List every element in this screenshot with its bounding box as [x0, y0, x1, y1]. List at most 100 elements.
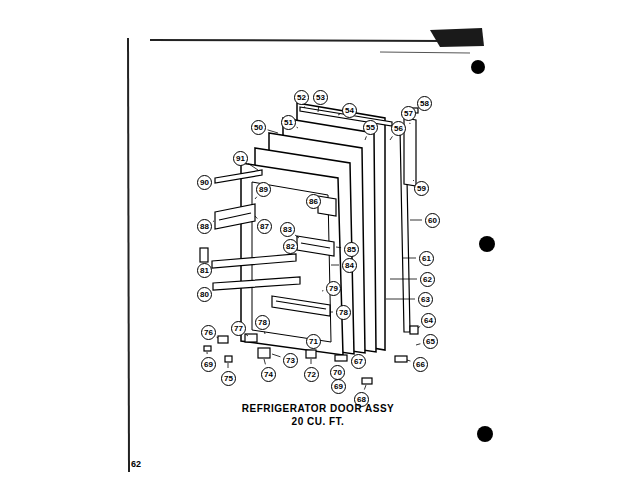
- callout-number: 64: [421, 313, 436, 328]
- leader-line: [390, 136, 392, 140]
- callout-number: 62: [420, 272, 435, 287]
- callout-number: 83: [280, 222, 295, 237]
- leader-line: [402, 258, 416, 259]
- callout-number: 76: [201, 325, 216, 340]
- callout-number: 86: [306, 194, 321, 209]
- leader-line: [365, 136, 366, 140]
- punch-hole: [477, 426, 493, 442]
- leader-line: [297, 127, 298, 129]
- diagram-title: REFRIGERATOR DOOR ASSY: [178, 403, 458, 414]
- callout-number: 63: [418, 292, 433, 307]
- hinge-part: [410, 326, 418, 334]
- door-rail: [212, 254, 296, 268]
- leader-line: [213, 221, 214, 223]
- callout-number: 56: [391, 121, 406, 136]
- leader-line: [295, 235, 299, 238]
- leader-line: [228, 363, 229, 368]
- callout-number: 71: [306, 334, 321, 349]
- leader-line: [338, 114, 340, 116]
- callout-number: 72: [304, 367, 319, 382]
- callout-number: 65: [423, 334, 438, 349]
- leader-line: [304, 106, 306, 108]
- callout-number: 87: [257, 219, 272, 234]
- leader-line: [246, 334, 248, 336]
- leader-line: [217, 337, 218, 339]
- leader-line: [410, 220, 422, 221]
- callout-number: 66: [413, 357, 428, 372]
- callout-number: 79: [326, 281, 341, 296]
- leader-line: [207, 352, 208, 354]
- screw: [225, 356, 232, 362]
- punch-hole: [471, 60, 485, 74]
- callout-number: 55: [363, 120, 378, 135]
- punch-hole: [479, 236, 495, 252]
- callout-number: 75: [221, 371, 236, 386]
- leader-line: [330, 312, 333, 313]
- callout-number: 60: [425, 213, 440, 228]
- callout-number: 78: [336, 305, 351, 320]
- door-parts: [200, 107, 418, 384]
- leader-line: [416, 344, 420, 345]
- leader-line: [322, 290, 323, 291]
- leader-line: [418, 326, 420, 328]
- frame-line: [150, 40, 445, 41]
- hinge-part: [218, 336, 228, 343]
- callout-number: 78: [255, 315, 270, 330]
- door-rail: [213, 277, 300, 290]
- callout-number: 59: [414, 181, 429, 196]
- hinge-part: [335, 355, 347, 361]
- callout-number: 90: [197, 175, 212, 190]
- hatch-line: [301, 243, 330, 248]
- leader-line: [409, 123, 410, 124]
- butter-compartment: [297, 236, 334, 256]
- leader-line: [255, 197, 257, 199]
- hatch-line: [276, 301, 326, 309]
- leader-line: [264, 359, 265, 364]
- callout-number: 52: [294, 90, 309, 105]
- callout-number: 84: [342, 258, 357, 273]
- callout-number: 69: [201, 357, 216, 372]
- callout-number: 74: [261, 367, 276, 382]
- callout-number: 69: [331, 379, 346, 394]
- callout-number: 53: [313, 90, 328, 105]
- screw: [204, 346, 211, 351]
- callout-number: 54: [342, 103, 357, 118]
- page-number: 62: [131, 459, 141, 469]
- door-shelf: [215, 204, 255, 229]
- leader-line: [390, 279, 417, 280]
- callout-number: 80: [197, 287, 212, 302]
- leader-line: [272, 354, 281, 357]
- screw: [362, 378, 372, 384]
- callout-number: 57: [401, 106, 416, 121]
- diagram-caption: 20 CU. FT.: [178, 416, 458, 427]
- callout-number: 85: [344, 242, 359, 257]
- callout-number: 50: [251, 120, 266, 135]
- callout-number: 91: [233, 151, 248, 166]
- scan-frame: [128, 28, 495, 472]
- callout-number: 89: [256, 182, 271, 197]
- leader-line: [255, 216, 257, 219]
- shelf-bar: [215, 170, 262, 183]
- scan-streak: [380, 52, 470, 53]
- callout-number: 58: [417, 96, 432, 111]
- leader-line: [311, 359, 312, 364]
- hinge-part: [395, 356, 407, 362]
- leader-line: [364, 385, 366, 390]
- callout-number: 81: [197, 263, 212, 278]
- callout-number: 82: [283, 239, 298, 254]
- rail-cap: [200, 248, 208, 262]
- hinge-part: [245, 334, 257, 342]
- callout-number: 67: [351, 354, 366, 369]
- hinge-part: [306, 350, 316, 358]
- leader-line: [386, 299, 415, 300]
- callout-number: 61: [419, 251, 434, 266]
- leader-line: [264, 332, 266, 334]
- leader-line: [248, 164, 258, 170]
- bottom-rack: [272, 296, 330, 316]
- leader-line: [331, 265, 339, 266]
- callout-number: 70: [330, 365, 345, 380]
- callout-number: 77: [231, 321, 246, 336]
- leader-line: [407, 360, 410, 361]
- scan-smudge: [430, 28, 484, 47]
- callout-number: 51: [281, 115, 296, 130]
